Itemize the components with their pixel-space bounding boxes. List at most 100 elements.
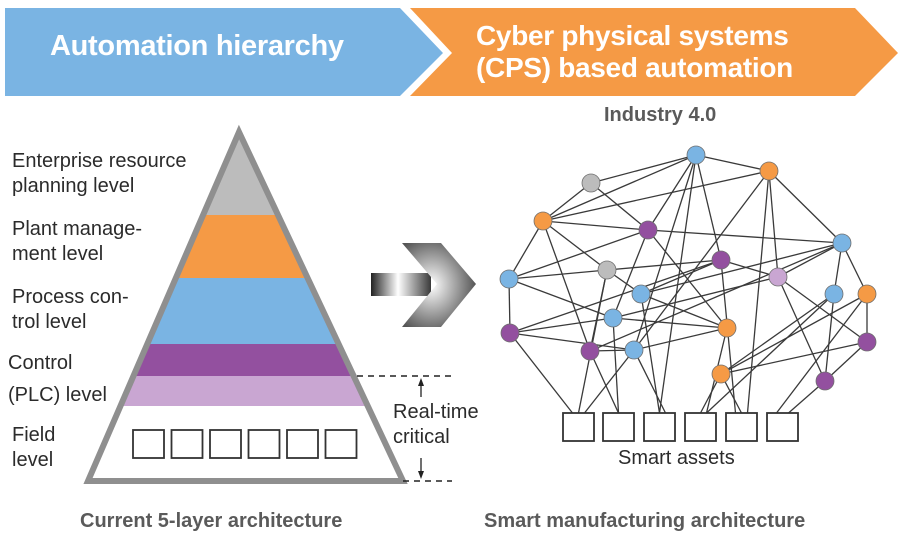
- network-edge: [542, 170, 770, 222]
- layer-label-line: Control: [8, 352, 73, 374]
- smart-asset-box: [602, 412, 635, 442]
- layer-label-line: trol level: [12, 311, 87, 333]
- network-edge: [509, 332, 635, 351]
- network-edge: [606, 259, 722, 271]
- layer-label-line: planning level: [12, 175, 135, 197]
- network-node-lilac: [768, 267, 788, 287]
- network-edge: [612, 317, 728, 329]
- banner-right-title: Cyber physical systems (CPS) based autom…: [476, 20, 793, 84]
- asset-edge: [746, 170, 770, 414]
- layer-label-line: ment level: [12, 243, 104, 265]
- network-node-purple: [815, 371, 835, 391]
- pyramid-outline: [83, 124, 408, 484]
- network-edge: [824, 293, 835, 382]
- network-node-blue: [824, 284, 844, 304]
- network-edge: [777, 276, 868, 343]
- asset-edge: [640, 293, 661, 414]
- network-node-blue: [624, 340, 644, 360]
- realtime-critical-marker: [357, 375, 452, 482]
- pyramid-layer-plant-management: [175, 215, 308, 278]
- smart-asset-box: [684, 412, 717, 442]
- layer-label-line: (PLC) level: [8, 384, 107, 406]
- pyramid-layer-control-plc: [133, 344, 354, 376]
- network-node-purple: [711, 250, 731, 270]
- network-edge: [542, 154, 697, 222]
- network-nodes: [499, 145, 877, 391]
- realtime-critical-label: Real-time critical: [393, 400, 479, 450]
- layer-label-line: Enterprise resource: [12, 150, 187, 172]
- layer-label-line: Field: [12, 424, 56, 446]
- down-arrow-icon: [418, 471, 424, 479]
- asset-edge: [706, 293, 835, 414]
- network-node-purple: [580, 341, 600, 361]
- network-node-orange: [717, 318, 737, 338]
- asset-edge: [577, 269, 608, 414]
- banner-cps-automation: [410, 8, 898, 96]
- network-node-purple: [500, 323, 520, 343]
- layer-label-control-plc: Control (PLC) level: [8, 347, 107, 411]
- network-edge: [633, 170, 770, 351]
- layer-label-plant-management: Plant manage- ment level: [12, 217, 142, 267]
- network-node-blue: [686, 145, 706, 165]
- network-edge: [612, 276, 779, 319]
- caption-current-architecture: Current 5-layer architecture: [80, 510, 343, 532]
- smart-asset-box: [766, 412, 799, 442]
- network-edge: [508, 269, 608, 280]
- field-device-box: [286, 429, 319, 459]
- network-edge: [640, 293, 728, 329]
- field-device-box: [247, 429, 281, 459]
- banner-right-title-line1: Cyber physical systems: [476, 20, 789, 51]
- network-edge: [720, 293, 868, 375]
- network-edge: [508, 278, 614, 319]
- smart-asset-box: [562, 412, 595, 442]
- network-node-orange: [857, 284, 877, 304]
- network-edge: [777, 242, 843, 278]
- asset-edge: [509, 332, 574, 414]
- network-edge: [720, 293, 835, 375]
- network-edge: [841, 242, 868, 295]
- smart-asset-box: [725, 412, 758, 442]
- network-edge: [589, 242, 843, 352]
- caption-smart-manufacturing: Smart manufacturing architecture: [484, 510, 806, 532]
- network-edge: [824, 341, 868, 382]
- network-edge: [612, 229, 649, 319]
- network-edge: [542, 220, 591, 352]
- network-edge: [720, 341, 868, 375]
- smart-assets-group: [562, 412, 799, 442]
- banner-automation-hierarchy: [5, 8, 443, 96]
- asset-edge: [775, 293, 868, 414]
- network-edge: [647, 229, 728, 329]
- network-edge: [590, 154, 697, 184]
- field-device-box: [132, 429, 165, 459]
- network-edge: [777, 276, 826, 382]
- network-edge: [542, 220, 649, 231]
- network-edge: [542, 182, 592, 222]
- network-node-orange: [759, 161, 779, 181]
- network-node-purple: [638, 220, 658, 240]
- realtime-label-line: Real-time: [393, 401, 479, 423]
- layer-label-line: Plant manage-: [12, 218, 143, 240]
- banner-left-title: Automation hierarchy: [50, 30, 344, 62]
- layer-label-process-control: Process con- trol level: [12, 285, 129, 335]
- network-edge: [542, 220, 608, 271]
- field-device-box: [324, 429, 358, 459]
- network-edges: [508, 154, 868, 414]
- network-edge: [509, 317, 614, 334]
- pyramid-layer-process-control: [147, 278, 339, 344]
- network-node-gray: [581, 173, 601, 193]
- field-device-box: [170, 429, 204, 459]
- pyramid-layer-erp: [203, 138, 279, 215]
- network-node-gray: [597, 260, 617, 280]
- asset-edge: [633, 349, 667, 414]
- network-node-blue: [832, 233, 852, 253]
- network-node-orange: [711, 364, 731, 384]
- up-arrow-icon: [418, 378, 424, 386]
- network-edge: [633, 154, 697, 351]
- network-edge: [695, 154, 722, 261]
- field-device-box: [209, 429, 242, 459]
- subtitle-industry-4: Industry 4.0: [604, 104, 717, 126]
- layer-label-line: level: [12, 449, 54, 471]
- network-node-orange: [533, 211, 553, 231]
- layer-label-line: Process con-: [12, 286, 129, 308]
